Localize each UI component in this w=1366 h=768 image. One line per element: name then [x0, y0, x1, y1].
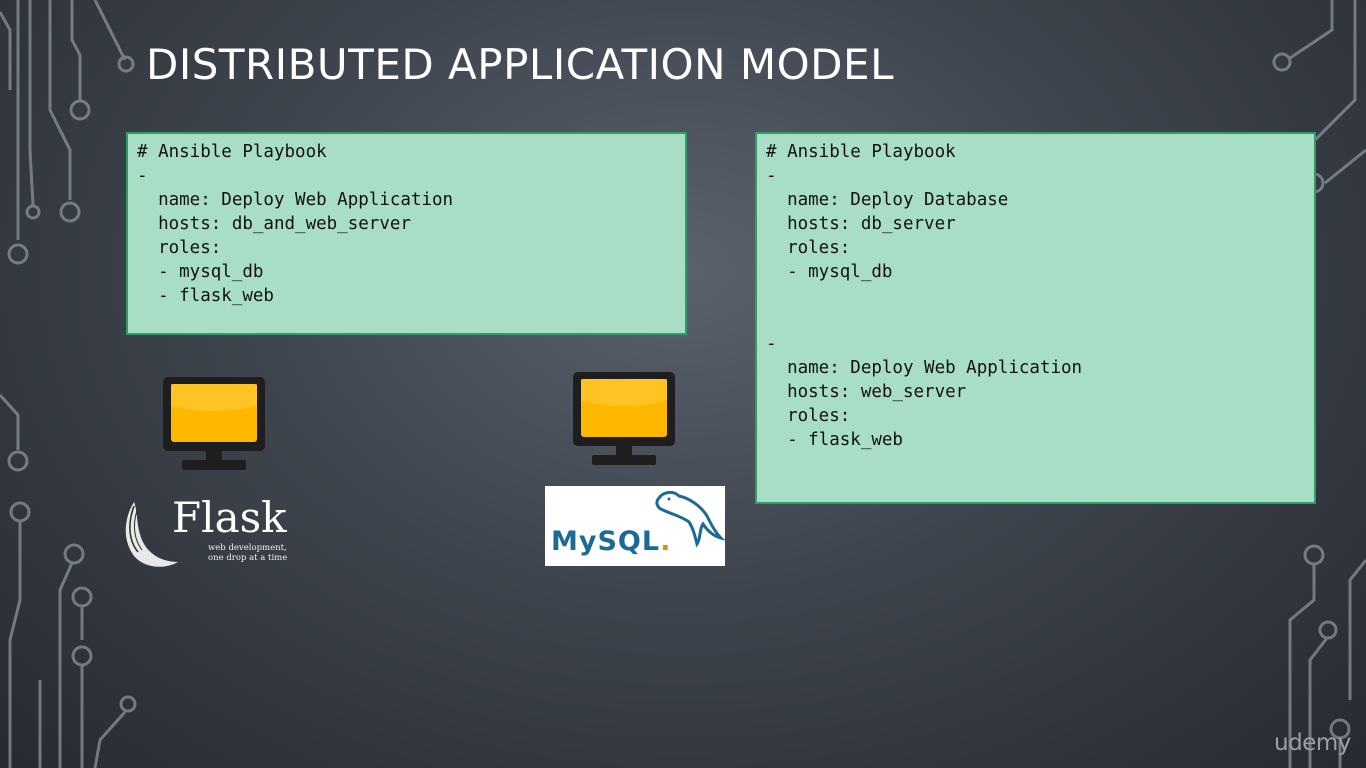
mysql-dolphin-icon [655, 490, 725, 548]
slide-title: DISTRIBUTED APPLICATION MODEL [146, 40, 894, 89]
monitor-icon [163, 377, 265, 470]
flask-tagline-line1: web development, [208, 543, 287, 553]
flask-logo: Flask web development, one drop at a tim… [120, 496, 295, 570]
playbook-left-code: # Ansible Playbook - name: Deploy Web Ap… [137, 142, 454, 306]
flask-tagline: web development, one drop at a time [208, 543, 303, 563]
mysql-wordmark: MySQL. [551, 527, 671, 557]
udemy-watermark: udemy [1274, 730, 1351, 756]
mysql-wordmark-mark: . [660, 526, 672, 557]
playbook-left-box: # Ansible Playbook - name: Deploy Web Ap… [126, 132, 687, 335]
playbook-right-box: # Ansible Playbook - name: Deploy Databa… [755, 132, 1316, 504]
monitor-icon [573, 372, 675, 465]
mysql-logo: MySQL. [545, 486, 725, 566]
playbook-right-code: # Ansible Playbook - name: Deploy Databa… [766, 142, 1083, 450]
flask-tagline-line2: one drop at a time [208, 553, 288, 563]
mysql-wordmark-my: My [551, 526, 598, 557]
flask-wordmark: Flask [172, 493, 287, 542]
flask-horn-icon [125, 502, 178, 567]
mysql-wordmark-sql: SQL [597, 526, 661, 557]
